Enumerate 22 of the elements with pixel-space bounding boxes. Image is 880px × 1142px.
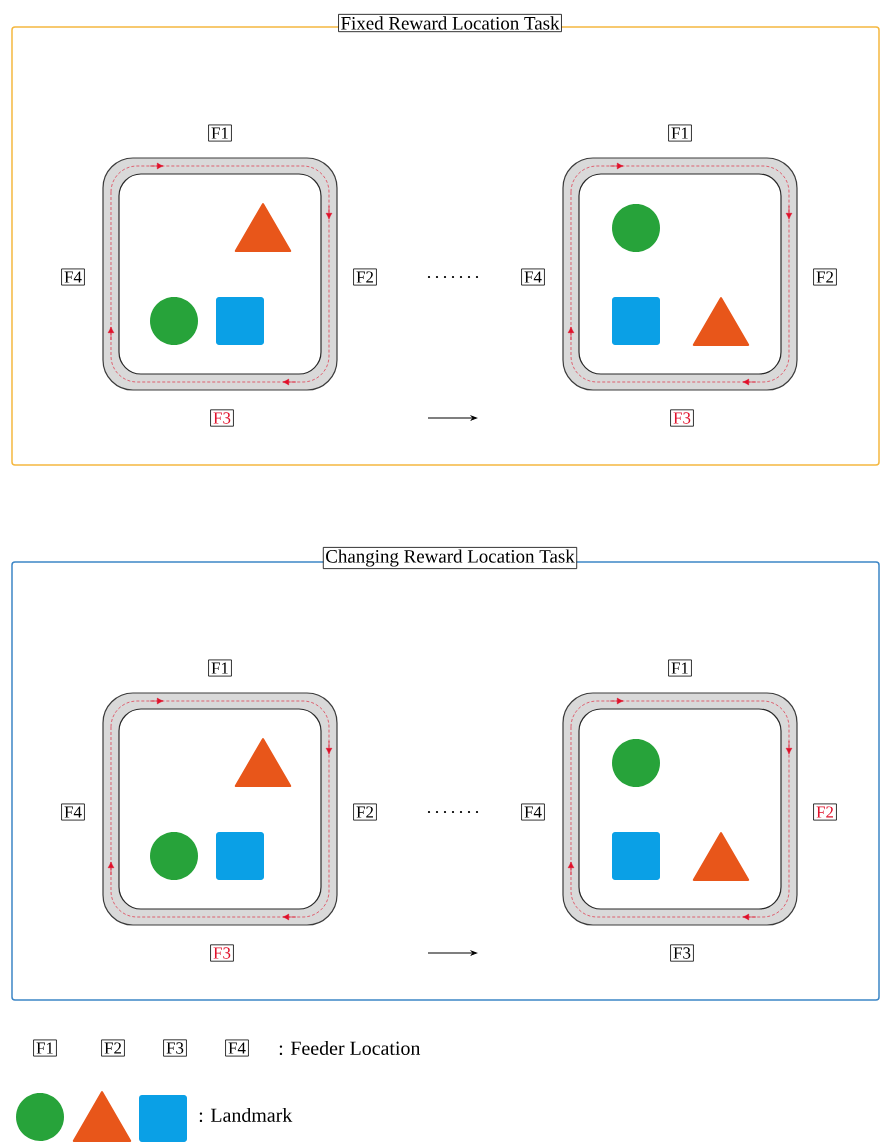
- feeder-box: F3: [670, 409, 694, 427]
- feeder-box: F4: [61, 803, 85, 821]
- feeder-box: F1: [668, 124, 692, 142]
- feeder-box: F3: [210, 944, 234, 962]
- feeder-box: F4: [521, 268, 545, 286]
- feeder-box: F4: [225, 1039, 249, 1057]
- feeder-box: F2: [353, 268, 377, 286]
- feeder-box: F3: [210, 409, 234, 427]
- feeder-box: F4: [61, 268, 85, 286]
- feeder-box: F2: [353, 803, 377, 821]
- feeder-box: F1: [208, 124, 232, 142]
- feeder-box: F1: [33, 1039, 57, 1057]
- feeder-box: F3: [163, 1039, 187, 1057]
- feeder-box: F2: [813, 803, 837, 821]
- feeder-box: F1: [668, 659, 692, 677]
- feeder-box: F4: [521, 803, 545, 821]
- feeder-box: F2: [101, 1039, 125, 1057]
- legend-text: : Feeder Location: [279, 1040, 421, 1056]
- feeder-box: F1: [208, 659, 232, 677]
- legend-text: : Landmark: [199, 1107, 293, 1123]
- feeder-box: F2: [813, 268, 837, 286]
- feeder-box: F3: [670, 944, 694, 962]
